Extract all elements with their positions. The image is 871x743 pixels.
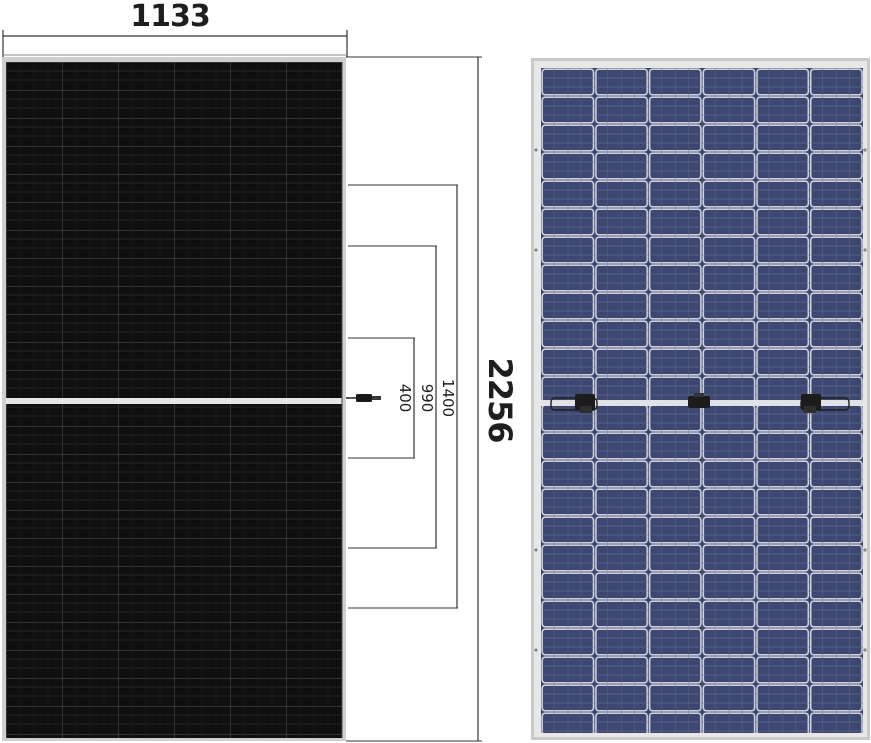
junction-box-center-icon xyxy=(688,393,710,408)
cable-length-400: 400 xyxy=(396,384,414,413)
back-panel-top-cells xyxy=(541,68,863,400)
back-panel-bottom-cells xyxy=(541,406,863,733)
cable-connector-icon xyxy=(346,394,381,402)
back-panel-mounting-holes xyxy=(534,148,867,652)
front-panel xyxy=(2,57,346,741)
width-dimension: 1133 xyxy=(2,0,348,57)
front-panel-center-gap xyxy=(6,398,342,404)
width-label: 1133 xyxy=(130,0,210,34)
cable-dimensions: 1400 990 400 xyxy=(346,184,458,609)
front-panel-bottom-cells xyxy=(6,404,342,738)
cable-length-990: 990 xyxy=(418,384,436,413)
height-label: 2256 xyxy=(481,357,519,442)
cable-length-1400: 1400 xyxy=(439,379,457,417)
front-panel-top-cells xyxy=(6,62,342,398)
junction-box-right-icon xyxy=(800,394,850,413)
back-panel xyxy=(531,58,870,740)
junction-box-left-icon xyxy=(550,394,598,413)
height-dimension: 2256 xyxy=(346,56,519,742)
